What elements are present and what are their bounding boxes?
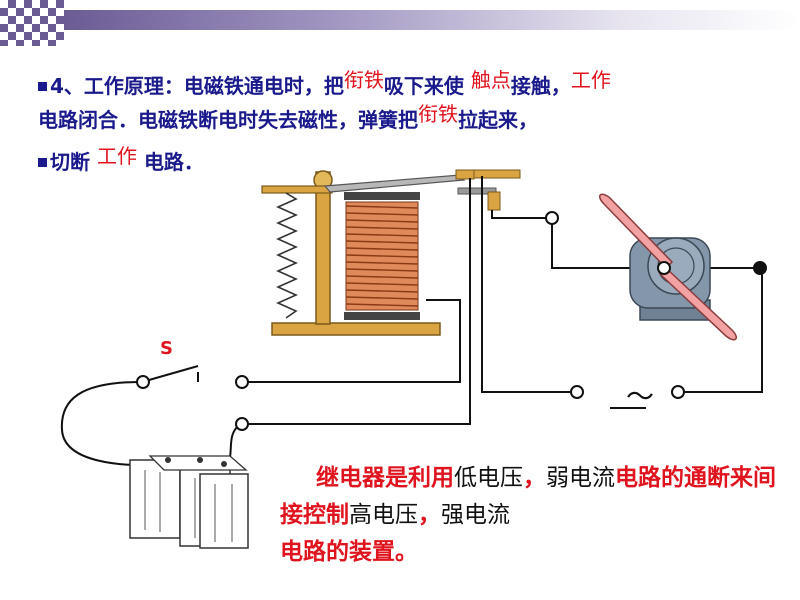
- wire-contact-ac: [481, 176, 576, 393]
- coil-winding: [345, 282, 419, 286]
- relay-base: [271, 322, 441, 336]
- core-top: [344, 192, 420, 200]
- wire-coil-switch: [245, 299, 461, 383]
- title-bar-decoration: [0, 0, 800, 50]
- wire-motor-top: [551, 218, 762, 269]
- terminal: [136, 375, 150, 389]
- gradient-bar: [64, 10, 800, 30]
- switch-icon: [148, 365, 199, 381]
- lower-contact-arm: [457, 187, 497, 195]
- coil-winding: [345, 261, 419, 265]
- coil-winding: [345, 247, 419, 251]
- coil-winding: [345, 254, 419, 258]
- coil-winding: [345, 240, 419, 244]
- text-line-3: 切断 工作 电路．: [38, 144, 204, 175]
- coil-winding: [345, 212, 419, 216]
- text-line-1: 4、工作原理：电磁铁通电时，把衔铁吸下来使 触点接触，工作: [38, 68, 611, 99]
- junction-dot: [753, 261, 767, 275]
- coil-winding: [345, 219, 419, 223]
- coil-winding: [345, 268, 419, 272]
- motor-fan-icon: [599, 193, 737, 341]
- terminal: [570, 385, 584, 399]
- wire-contact-motor: [491, 210, 552, 219]
- moving-contact: [455, 169, 475, 180]
- terminal: [545, 211, 559, 225]
- armature: [323, 174, 466, 193]
- battery-cell: [129, 459, 181, 539]
- terminals: [136, 211, 685, 431]
- caption: 继电器是利用低电压，弱电流电路的通断来间接控制高电压，强电流电路的装置。: [280, 465, 776, 565]
- terminal: [235, 375, 249, 389]
- terminal: [235, 417, 249, 431]
- fan-blade: [599, 193, 674, 270]
- electromagnet-coil: [345, 201, 419, 311]
- upper-contact-arm: [473, 169, 521, 179]
- wire-ac-right: [678, 268, 763, 393]
- spring-arm: [261, 185, 333, 194]
- battery-terminal: [197, 457, 203, 463]
- checker-pattern: [0, 0, 64, 46]
- battery-terminal: [221, 461, 227, 467]
- coil-winding: [345, 303, 419, 307]
- coil-winding: [345, 289, 419, 293]
- fan-hub: [657, 261, 671, 275]
- coil-winding: [345, 296, 419, 300]
- text-line-2: 电路闭合．电磁铁断电时失去磁性，弹簧把衔铁拉起来，: [38, 102, 538, 132]
- battery-terminal: [165, 457, 171, 463]
- switch-label: S: [160, 338, 173, 359]
- relay-icon: [261, 169, 521, 336]
- terminal: [671, 385, 685, 399]
- contact-post: [487, 191, 501, 211]
- relay-post: [315, 171, 331, 325]
- fan-blade: [658, 266, 737, 341]
- bullet-icon: [38, 158, 47, 167]
- bullet-icon: [38, 82, 47, 91]
- battery-top: [148, 455, 248, 471]
- core-bottom: [344, 312, 420, 320]
- coil-winding: [345, 226, 419, 230]
- coil-winding: [345, 233, 419, 237]
- coil-winding: [345, 275, 419, 279]
- spring: [276, 192, 298, 319]
- coil-winding: [345, 205, 419, 209]
- battery-icon: [129, 455, 249, 549]
- wire-coil-battery: [245, 178, 471, 425]
- battery-cell: [199, 473, 249, 549]
